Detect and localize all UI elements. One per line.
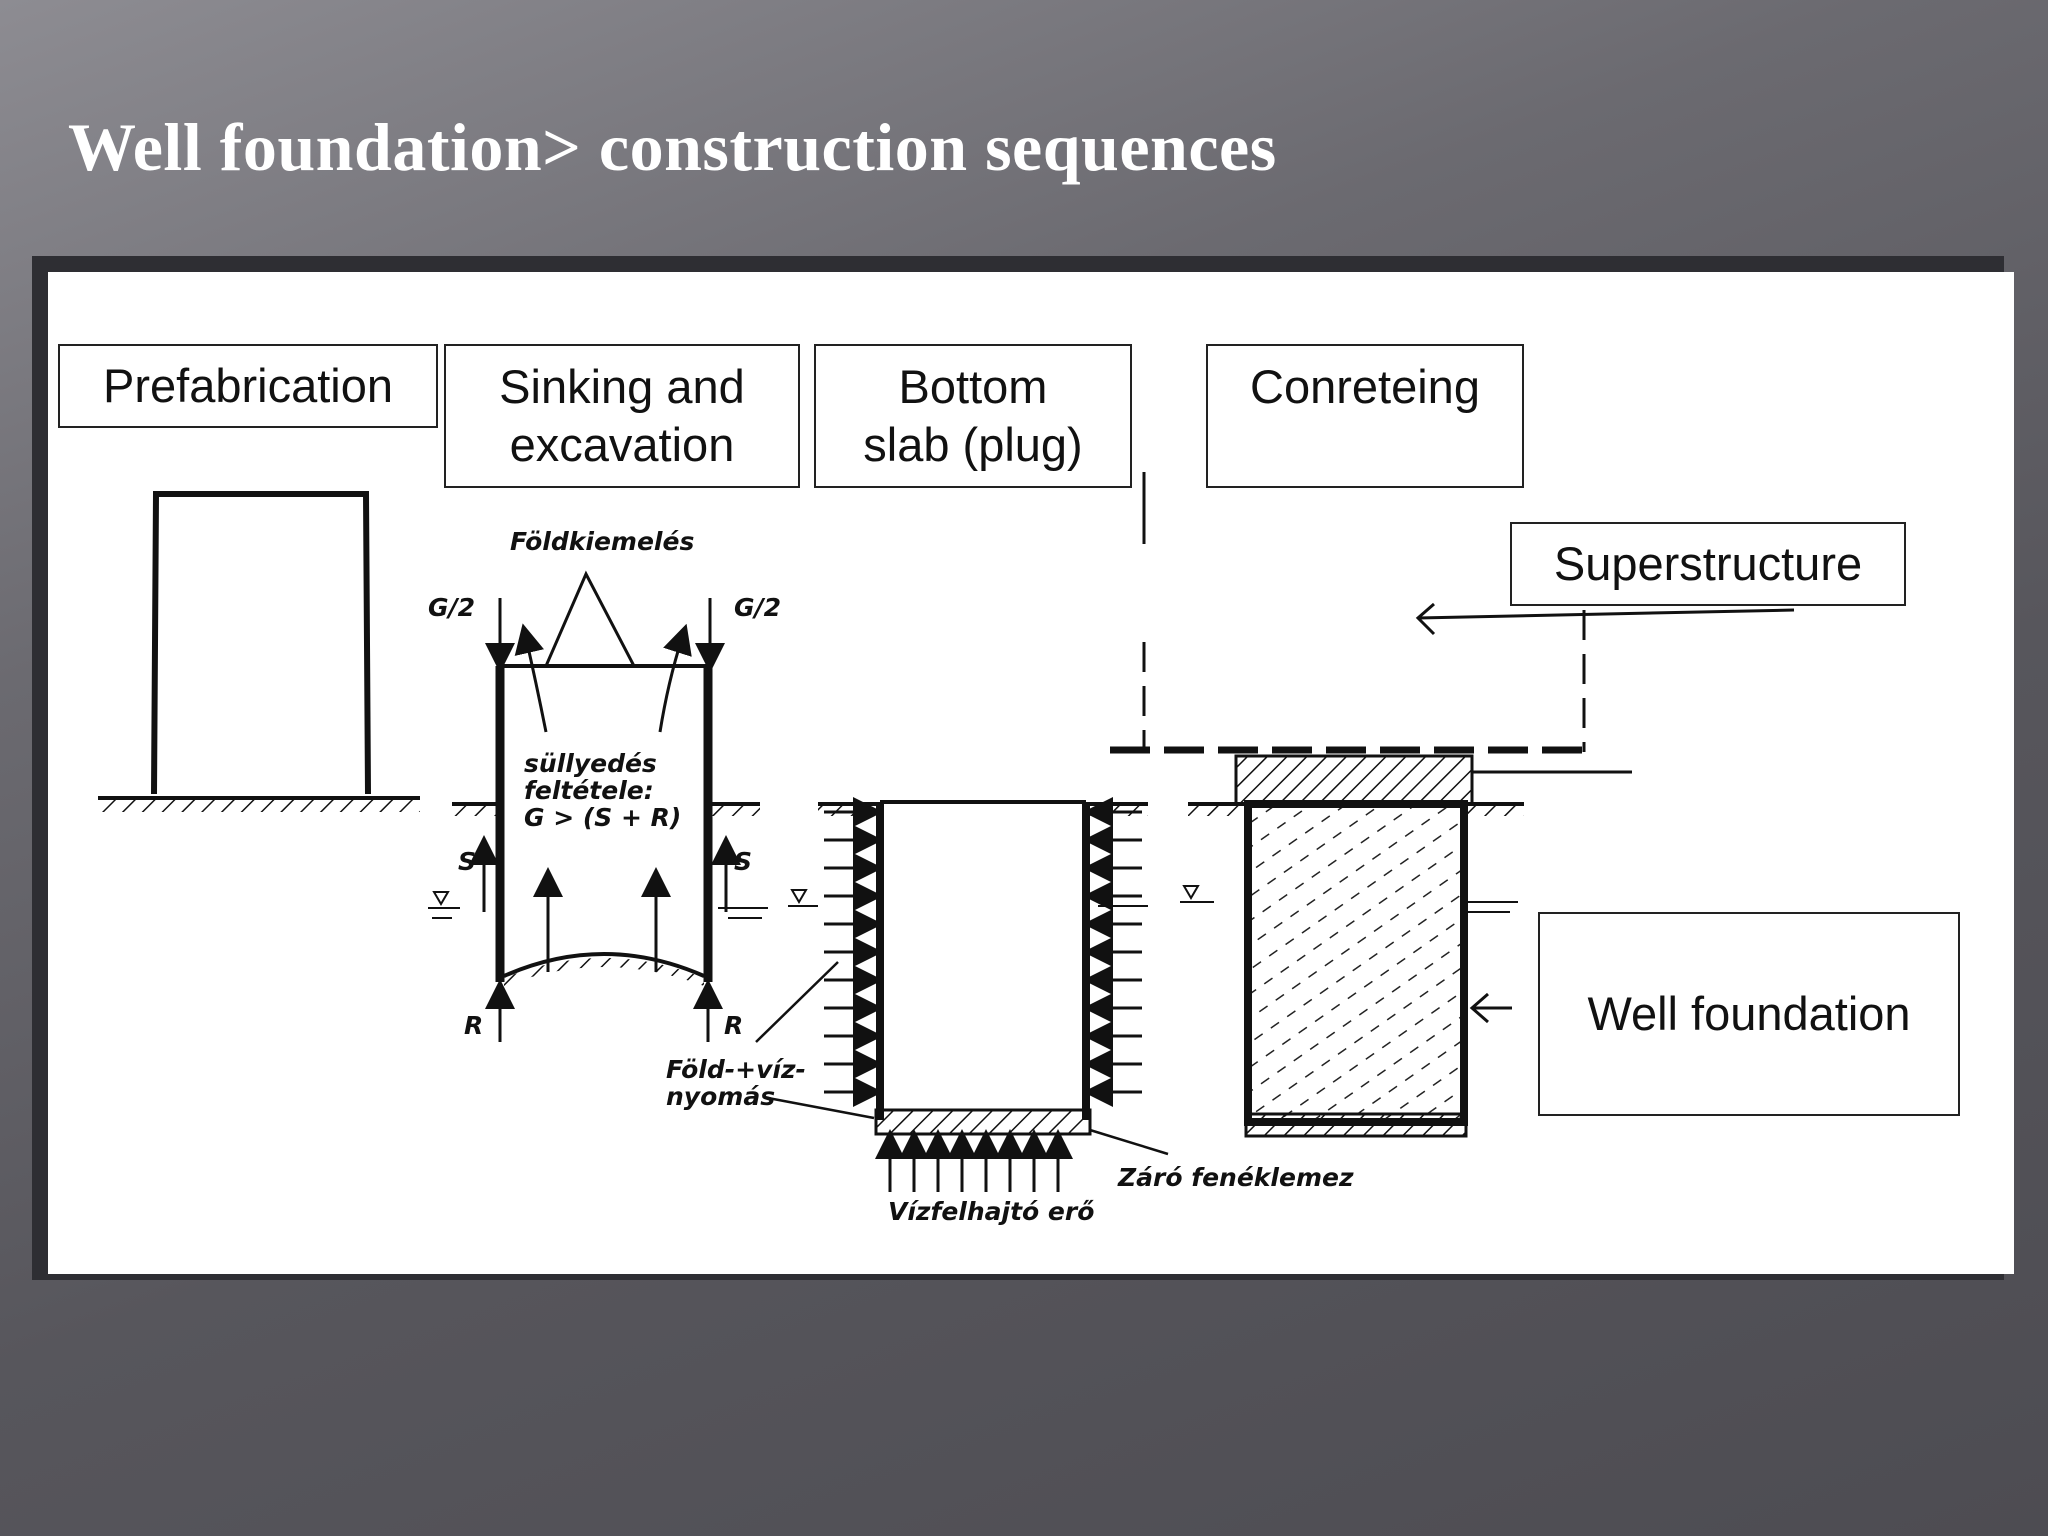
sinking-well bbox=[428, 570, 768, 1042]
pointer-lines bbox=[755, 961, 1169, 1156]
diagram-panel: Prefabrication Sinking and excavation Bo… bbox=[48, 272, 2014, 1274]
slide-title: Well foundation> construction sequences bbox=[68, 109, 1277, 185]
excavation-annotation: Földkiemelés bbox=[510, 527, 695, 556]
well-foundation-label: Well foundation bbox=[1538, 912, 1960, 1116]
stage-concreting-label: Conreteing bbox=[1206, 344, 1524, 488]
reaction-right-annotation: R bbox=[724, 1011, 744, 1040]
concreted-well bbox=[1110, 472, 1795, 1138]
friction-right-annotation: S bbox=[734, 847, 753, 876]
earth-water-pressure-arrows bbox=[824, 797, 1142, 1107]
stage-sinking-label: Sinking and excavation bbox=[444, 344, 800, 488]
uplift-force-annotation: Vízfelhajtó erő bbox=[888, 1197, 1095, 1226]
sinking-condition-annotation: süllyedés feltétele: G > (S + R) bbox=[524, 749, 682, 832]
bottom-slab-well bbox=[788, 800, 1148, 1136]
prefab-well bbox=[98, 491, 420, 812]
friction-left-annotation: S bbox=[458, 847, 477, 876]
closing-slab-annotation: Záró fenéklemez bbox=[1118, 1163, 1354, 1192]
stage-prefabrication-label: Prefabrication bbox=[58, 344, 438, 428]
load-left-annotation: G/2 bbox=[428, 593, 476, 622]
uplift-force-arrows bbox=[875, 1129, 1073, 1192]
reaction-left-annotation: R bbox=[464, 1011, 484, 1040]
earth-water-pressure-annotation: Föld-+víz- nyomás bbox=[666, 1055, 806, 1111]
superstructure-label: Superstructure bbox=[1510, 522, 1906, 606]
stage-bottom-slab-label: Bottom slab (plug) bbox=[814, 344, 1132, 488]
construction-diagram bbox=[98, 472, 1795, 1192]
load-right-annotation: G/2 bbox=[734, 593, 782, 622]
